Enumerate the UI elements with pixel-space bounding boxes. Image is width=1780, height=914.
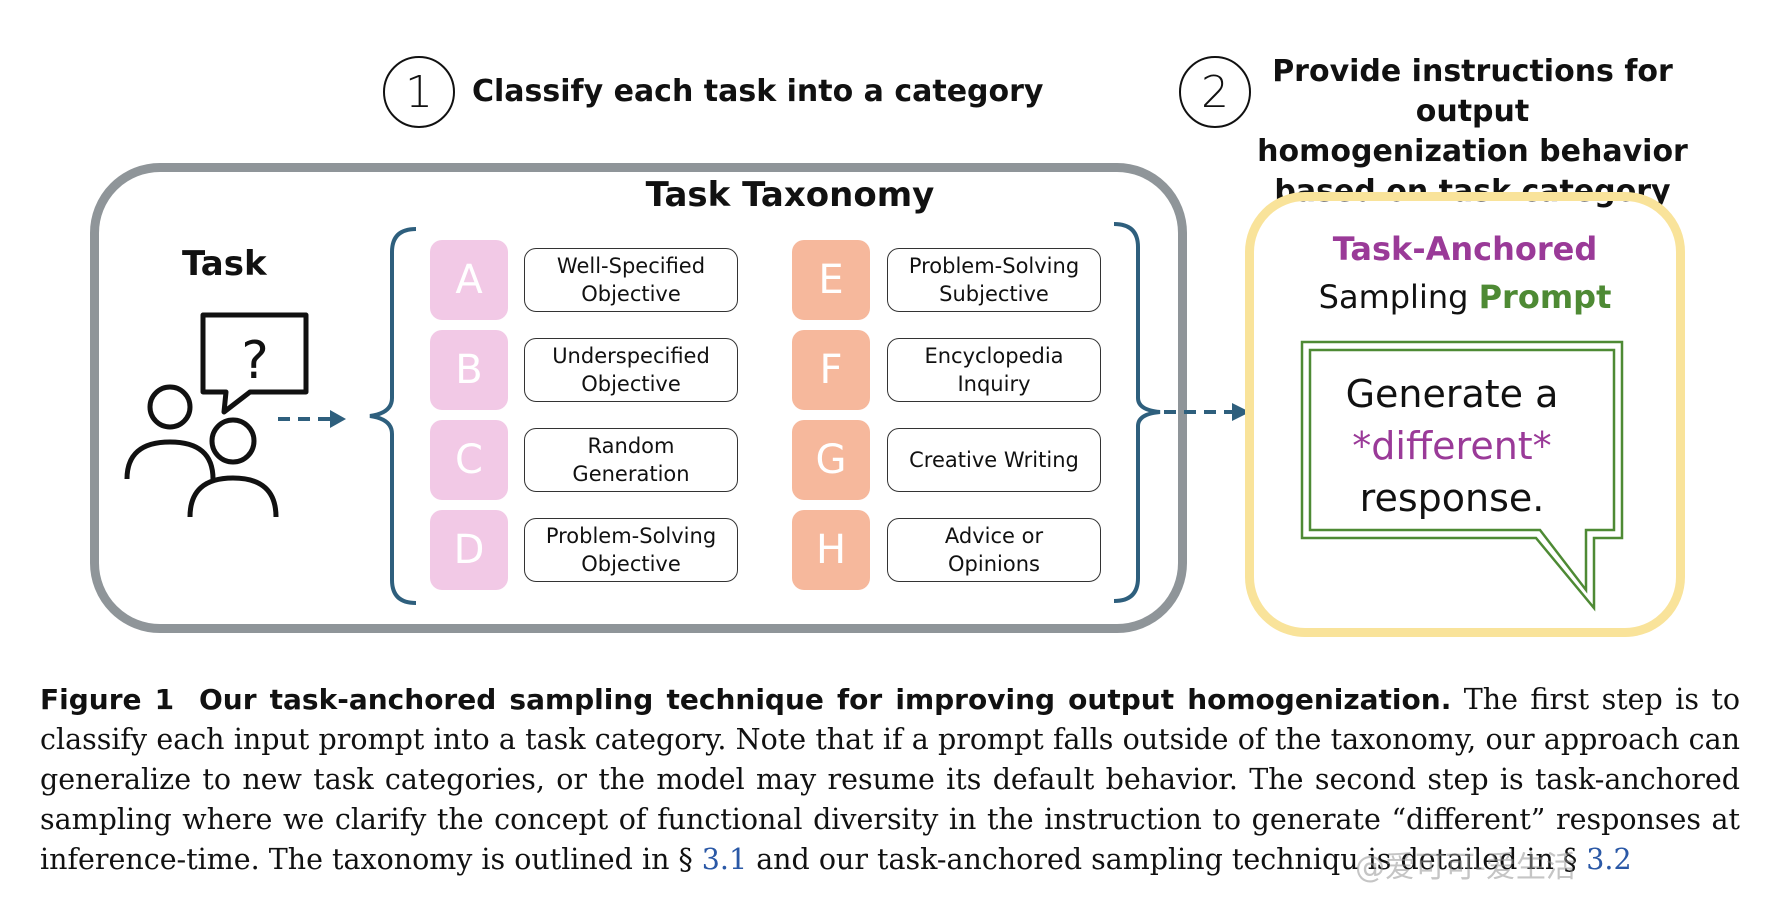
category-e-line-1: Problem-Solving: [908, 254, 1080, 278]
caption-bold-title: Our task-anchored sampling technique for…: [198, 683, 1452, 716]
task-label: Task: [182, 244, 267, 284]
arrow-taxonomy-to-prompt: [1164, 403, 1250, 421]
category-b-line-2: Objective: [581, 372, 681, 396]
category-c-line-1: Random: [587, 434, 675, 458]
prompt-title-line-2: Sampling Prompt: [1245, 278, 1685, 316]
step-2-line-3: based on task category: [1274, 174, 1671, 209]
left-brace: [369, 227, 417, 605]
category-letter-e: E: [792, 240, 870, 320]
caption-body-part-2: and our task-anchored sampling techniqu: [756, 843, 1359, 876]
prompt-bubble-text: Generate a *different* response.: [1302, 368, 1602, 524]
category-f-line-2: Inquiry: [957, 372, 1031, 396]
step-2-line-2: homogenization behavior: [1257, 134, 1688, 169]
prompt-title-line-1: Task-Anchored: [1332, 230, 1598, 268]
step-2-text: Provide instructions for output homogeni…: [1245, 52, 1700, 212]
category-d-line-1: Problem-Solving: [545, 524, 717, 548]
category-letter-c: C: [430, 420, 508, 500]
caption-label: Figure 1: [40, 683, 175, 716]
arrow-task-to-taxonomy: [278, 410, 346, 428]
prompt-bubble-line-3: response.: [1359, 476, 1545, 520]
category-box-g: Creative Writing: [887, 428, 1101, 492]
caption-ref-section-1[interactable]: 3.1: [701, 843, 748, 876]
step-2-line-1: Provide instructions for output: [1272, 54, 1673, 129]
taxonomy-frame: [90, 163, 1187, 633]
category-d-line-2: Objective: [581, 552, 681, 576]
category-b-line-1: Underspecified: [552, 344, 710, 368]
category-letter-h: H: [792, 510, 870, 590]
category-g-line-1: Creative Writing: [909, 448, 1079, 472]
category-f-line-1: Encyclopedia: [924, 344, 1064, 368]
users-question-icon: [124, 312, 309, 518]
step-1-text: Classify each task into a category: [472, 74, 1044, 109]
category-e-line-2: Subjective: [939, 282, 1049, 306]
prompt-speech-bubble: [1300, 340, 1624, 612]
step-1-number: 1: [383, 56, 455, 128]
prompt-speech-bubble-inner: [1308, 348, 1616, 594]
caption-body-part-1: The first step is to classify each input…: [40, 683, 1740, 876]
figure-caption: Figure 1 Our task-anchored sampling tech…: [40, 680, 1740, 880]
prompt-title-word-sampling: Sampling: [1318, 278, 1469, 316]
category-letter-f: F: [792, 330, 870, 410]
category-letter-a: A: [430, 240, 508, 320]
prompt-bubble-line-2: *different*: [1352, 424, 1552, 468]
category-letter-d: D: [430, 510, 508, 590]
category-a-line-2: Objective: [581, 282, 681, 306]
category-a-line-1: Well-Specified: [556, 254, 706, 278]
step-2-number: 2: [1179, 56, 1251, 128]
prompt-bubble-line-1: Generate a: [1345, 372, 1559, 416]
category-box-h: Advice or Opinions: [887, 518, 1101, 582]
taxonomy-title: Task Taxonomy: [645, 175, 935, 215]
prompt-title-word-prompt: Prompt: [1478, 278, 1612, 316]
watermark: @爱可可-爱生活: [1355, 850, 1576, 885]
right-brace: [1113, 222, 1161, 603]
category-h-line-2: Opinions: [948, 552, 1040, 576]
category-letter-b: B: [430, 330, 508, 410]
prompt-frame: [1245, 192, 1685, 637]
caption-ref-section-2[interactable]: 3.2: [1586, 843, 1632, 876]
question-mark: ?: [241, 331, 269, 391]
caption-body-part-3: is detailed in §: [1367, 843, 1578, 876]
category-h-line-1: Advice or: [944, 524, 1044, 548]
category-letter-g: G: [792, 420, 870, 500]
category-c-line-2: Generation: [572, 462, 690, 486]
